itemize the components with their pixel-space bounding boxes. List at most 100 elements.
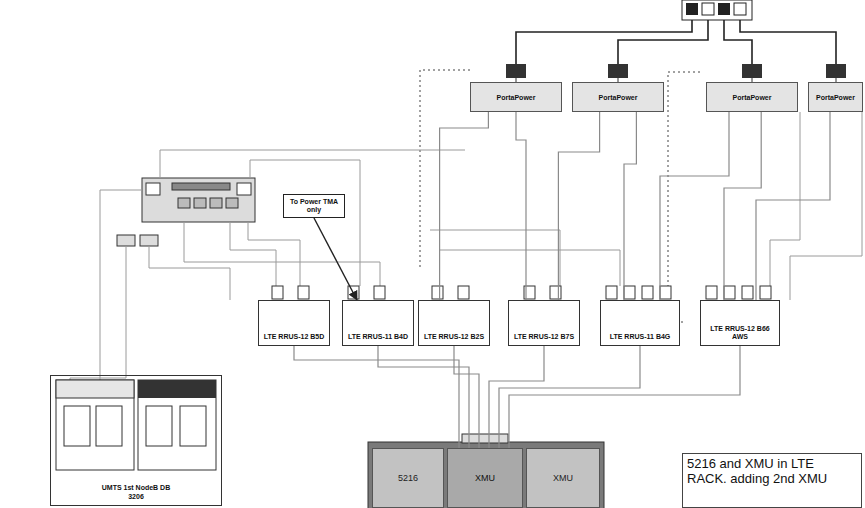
radio-unit: LTE RRUS-11 B4D xyxy=(342,300,414,346)
grey-wire xyxy=(184,222,380,286)
cable-connector xyxy=(558,112,599,300)
baseband-unit xyxy=(138,380,216,470)
power-unit: PortaPower xyxy=(706,82,798,112)
connector-block xyxy=(682,0,752,20)
callout-box: To Power TMA only xyxy=(283,194,345,218)
node-label: 5216 xyxy=(398,473,418,483)
node-label: LTE RRUS-12 B2S xyxy=(424,333,484,341)
radio-unit: LTE RRUS-12 B5D xyxy=(258,300,330,346)
cable-connector xyxy=(440,112,489,300)
port xyxy=(550,286,561,299)
unit-header xyxy=(138,380,216,398)
feeder-wire xyxy=(724,20,752,64)
radio-module xyxy=(96,406,122,446)
node-label: PortaPower xyxy=(816,94,855,101)
node-label: LTE RRUS-12 B5D xyxy=(264,333,325,341)
node-label: PortaPower xyxy=(599,94,638,101)
dotted-lead xyxy=(420,70,470,268)
baseband-box: 5216 xyxy=(372,448,444,508)
grey-wire xyxy=(440,250,620,286)
grey-wire xyxy=(100,190,142,388)
port xyxy=(624,286,635,299)
node-label: XMU xyxy=(553,473,573,483)
connector-port xyxy=(718,3,730,15)
rru-ports xyxy=(272,286,771,299)
radio-module xyxy=(64,406,90,446)
connector-port xyxy=(686,3,698,15)
small-module xyxy=(140,235,158,246)
baseband-box: XMU xyxy=(447,448,523,508)
node-label: 5216 and XMU in LTE RACK. adding 2nd XMU xyxy=(687,457,857,487)
cable-connector xyxy=(624,112,636,300)
port xyxy=(458,286,469,299)
unit-tag xyxy=(506,64,526,78)
combiner-bar xyxy=(172,183,230,190)
lte-rack xyxy=(368,442,604,508)
radio-unit: LTE RRUS-12 B2S xyxy=(418,300,490,346)
port xyxy=(432,286,443,299)
port xyxy=(742,286,753,299)
connector-port xyxy=(702,3,714,15)
combiner-port xyxy=(178,198,190,208)
grey-wire xyxy=(770,112,800,286)
cable-connector xyxy=(294,346,459,448)
grey-wire xyxy=(248,222,300,286)
combiner-port xyxy=(146,183,160,195)
grey-wire xyxy=(160,150,465,178)
grey-wire xyxy=(149,246,230,300)
grey-wire xyxy=(230,222,276,286)
feeder-wire xyxy=(618,20,708,64)
baseband-unit xyxy=(56,380,134,470)
unit-tag xyxy=(608,64,628,78)
port xyxy=(374,286,385,299)
radio-unit: LTE RRUS-12 B7S xyxy=(508,300,580,346)
port xyxy=(642,286,653,299)
port xyxy=(706,286,717,299)
callout-arrow xyxy=(314,218,357,300)
node-label: PortaPower xyxy=(733,94,772,101)
node-label: LTE RRUS-12 B7S xyxy=(514,333,574,341)
port xyxy=(760,286,771,299)
port xyxy=(272,286,283,299)
baseband-box: XMU xyxy=(526,448,600,508)
small-module xyxy=(117,235,135,246)
port xyxy=(298,286,309,299)
node-label: LTE RRUS-11 B4D xyxy=(348,333,408,341)
cable-connector xyxy=(516,112,526,300)
power-unit: PortaPower xyxy=(808,82,863,112)
cable-connector xyxy=(499,346,640,448)
cable-connector xyxy=(454,346,479,448)
port xyxy=(660,286,671,299)
node-label: PortaPower xyxy=(497,94,536,101)
cable-connector xyxy=(756,112,830,300)
node-label: XMU xyxy=(475,473,495,483)
combiner-port xyxy=(210,198,222,208)
radio-unit: LTE RRUS-12 B66 AWS xyxy=(700,300,780,346)
grey-wire xyxy=(790,112,862,300)
feeder-wires xyxy=(516,20,836,64)
feeder-wire xyxy=(516,20,692,64)
node-label: UMTS 1st NodeB DB 3206 xyxy=(100,484,172,501)
cable-connector xyxy=(660,112,729,300)
unit-tag xyxy=(742,64,762,78)
node-label: LTE RRUS-11 B4G xyxy=(610,333,671,341)
power-unit: PortaPower xyxy=(572,82,664,112)
port xyxy=(724,286,735,299)
connector-port xyxy=(734,3,746,15)
combiner-unit xyxy=(142,178,255,222)
feeder-wire xyxy=(740,20,836,64)
radio-unit: LTE RRUS-11 B4G xyxy=(600,300,680,346)
cable-connector xyxy=(378,346,469,448)
radio-module xyxy=(146,406,172,446)
note-box: 5216 and XMU in LTE RACK. adding 2nd XMU xyxy=(682,453,862,508)
nodeb-cabinet: UMTS 1st NodeB DB 3206 xyxy=(50,375,222,506)
grey-wire xyxy=(70,246,126,384)
grey-wires xyxy=(70,112,862,388)
dotted-lead xyxy=(668,72,700,322)
cable-connector xyxy=(509,346,740,448)
combiner-port xyxy=(226,198,238,208)
unit-header xyxy=(56,380,134,398)
